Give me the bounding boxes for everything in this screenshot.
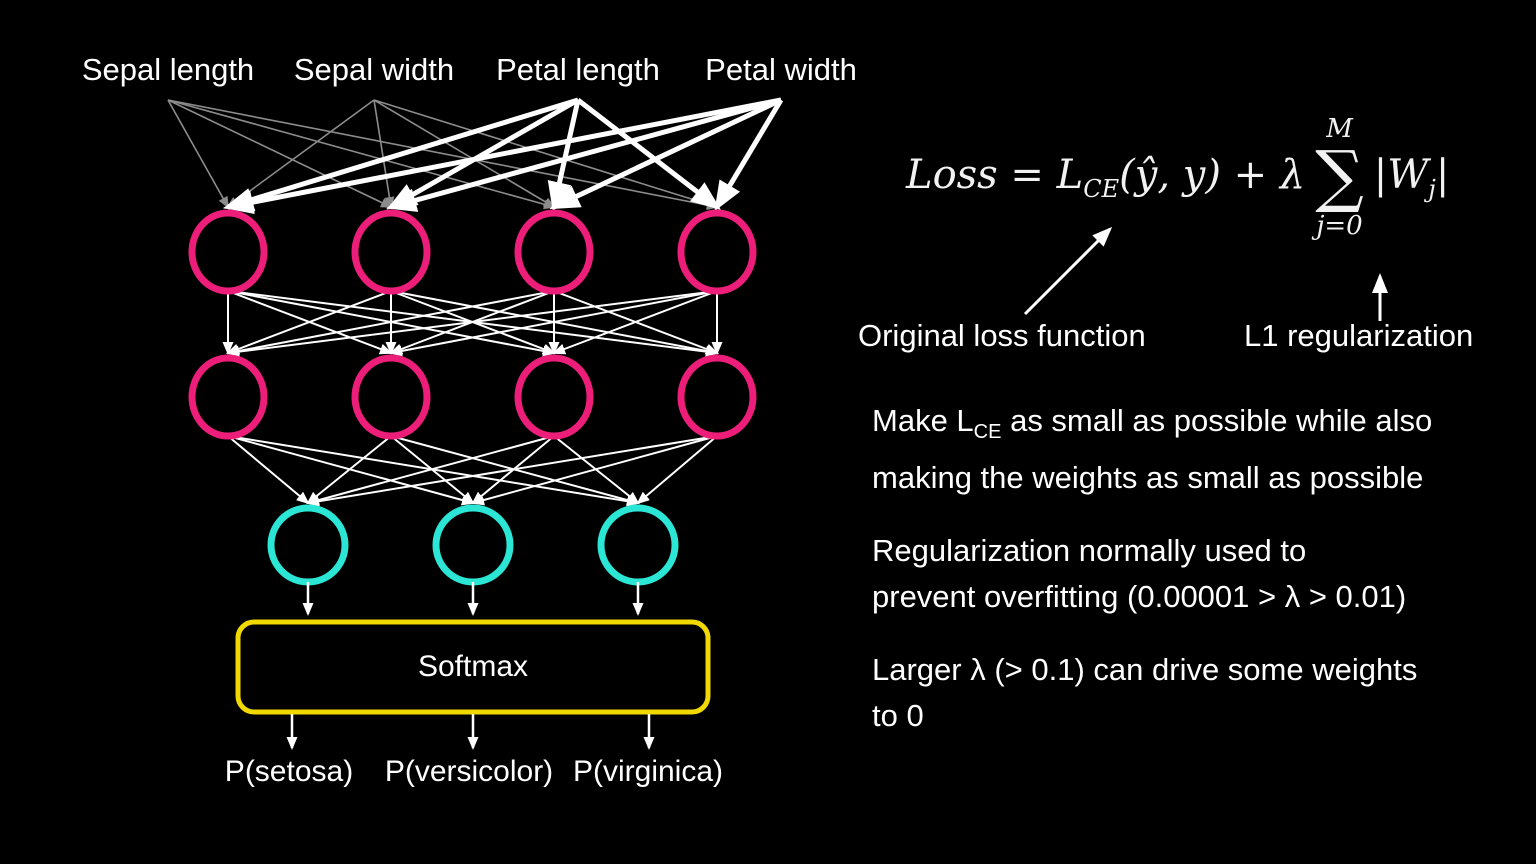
formula-weight-subscript: j: [1428, 174, 1436, 203]
output-layer-nodes: [267, 504, 679, 586]
annotation-arrows: [1023, 226, 1388, 321]
output-label-virginica: P(virginica): [572, 755, 724, 788]
output-label-setosa: P(setosa): [224, 755, 354, 788]
sum-upper-limit: M: [1326, 114, 1353, 144]
formula-ce-subscript: CE: [1083, 174, 1120, 203]
label-original-loss-function: Original loss function: [858, 318, 1146, 353]
original-loss-arrow: [1023, 226, 1113, 316]
input-weight-arrows-strong: [223, 97, 784, 215]
hidden1-to-hidden2-arrows: [222, 290, 723, 358]
input-weight-arrows-weak: [167, 99, 719, 210]
output-to-softmax-arrows: [302, 582, 644, 616]
formula-weight-prefix: |W: [1373, 151, 1429, 198]
sigma-icon: ∑: [1315, 137, 1364, 216]
notes-panel: Make LCE as small as possible while also…: [872, 398, 1536, 766]
input-label-petal-length: Petal length: [496, 52, 660, 87]
note-regularization-range: Regularization normally used to prevent …: [872, 533, 1407, 615]
input-label-petal-width: Petal width: [705, 52, 857, 87]
label-l1-regularization: L1 regularization: [1244, 318, 1474, 353]
note-make-lce-prefix: Make L: [872, 403, 974, 438]
hidden-layer-1-nodes: [188, 209, 757, 295]
note-make-lce: Make LCE as small as possible while also…: [872, 398, 1536, 501]
formula-loss-middle: (ŷ, y) + λ: [1119, 151, 1306, 198]
loss-formula: Loss = LCE(ŷ, y) + λ M ∑ j=0 |Wj|: [906, 116, 1449, 239]
formula-weight-term: |Wj|: [1374, 152, 1450, 203]
formula-loss-term: Loss = LCE(ŷ, y) + λ: [906, 152, 1305, 203]
formula-loss-prefix: Loss = L: [906, 151, 1084, 198]
hidden2-to-output-arrows: [227, 435, 718, 507]
note-larger-lambda: Larger λ (> 0.1) can drive some weights …: [872, 652, 1418, 734]
note-make-lce-rest: as small as possible while also making t…: [872, 403, 1433, 496]
input-label-sepal-length: Sepal length: [81, 52, 255, 87]
formula-weight-suffix: |: [1435, 151, 1450, 198]
softmax-box-label: Softmax: [417, 650, 529, 683]
formula-summation: M ∑ j=0: [1315, 116, 1364, 239]
softmax-to-probability-arrows: [286, 714, 655, 750]
output-label-versicolor: P(versicolor): [384, 755, 554, 788]
sum-lower-limit: j=0: [1316, 210, 1363, 241]
softmax-box: [235, 619, 711, 715]
hidden-layer-2-nodes: [188, 354, 757, 440]
note-ce-subscript: CE: [973, 421, 1002, 444]
input-label-sepal-width: Sepal width: [293, 52, 455, 87]
